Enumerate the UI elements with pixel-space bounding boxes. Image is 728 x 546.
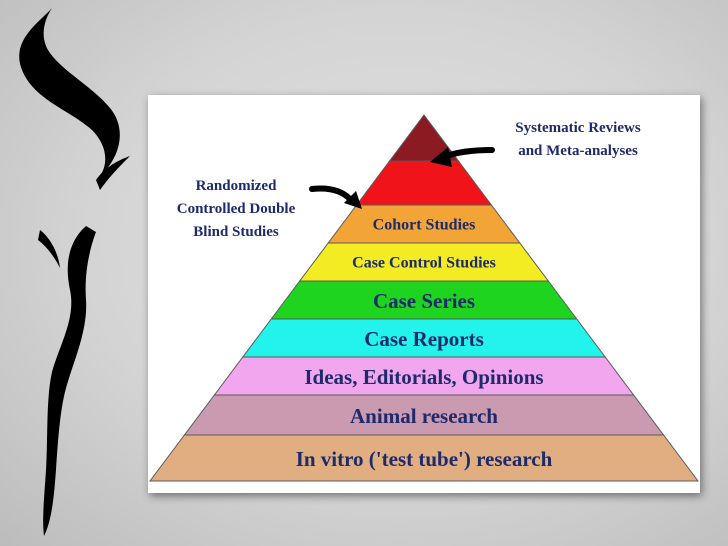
pyramid-tier-label-4: Case Control Studies: [352, 255, 496, 272]
pyramid-tier-9: [149, 434, 699, 482]
callout-randomized-controlled: Randomized Controlled Double Blind Studi…: [177, 178, 362, 240]
callout-randomized-line1: Randomized: [196, 178, 277, 194]
callout-randomized-line3: Blind Studies: [193, 224, 279, 240]
pyramid-tier-2: [355, 160, 493, 206]
arrowhead-apex-icon: [430, 147, 452, 167]
pyramid-tier-label-3: Cohort Studies: [373, 217, 476, 234]
callout-randomized-line2: Controlled Double: [177, 201, 296, 217]
brush-swoosh-decoration: [19, 8, 130, 536]
pyramid-tier-label-7: Ideas, Editorials, Opinions: [304, 365, 543, 389]
callout-systematic-reviews-line2: and Meta-analyses: [518, 143, 638, 159]
arrow-to-rct-icon: [309, 185, 353, 202]
pyramid-tier-label-6: Case Reports: [364, 327, 484, 351]
pyramid-tier-label-8: Animal research: [350, 404, 498, 428]
callout-systematic-reviews: Systematic Reviews and Meta-analyses: [430, 120, 641, 167]
pyramid-tier-label-5: Case Series: [373, 289, 475, 313]
arrowhead-rct-icon: [344, 191, 362, 209]
callout-systematic-reviews-line1: Systematic Reviews: [515, 120, 641, 136]
pyramid-tier-label-9: In vitro ('test tube') research: [296, 447, 553, 471]
